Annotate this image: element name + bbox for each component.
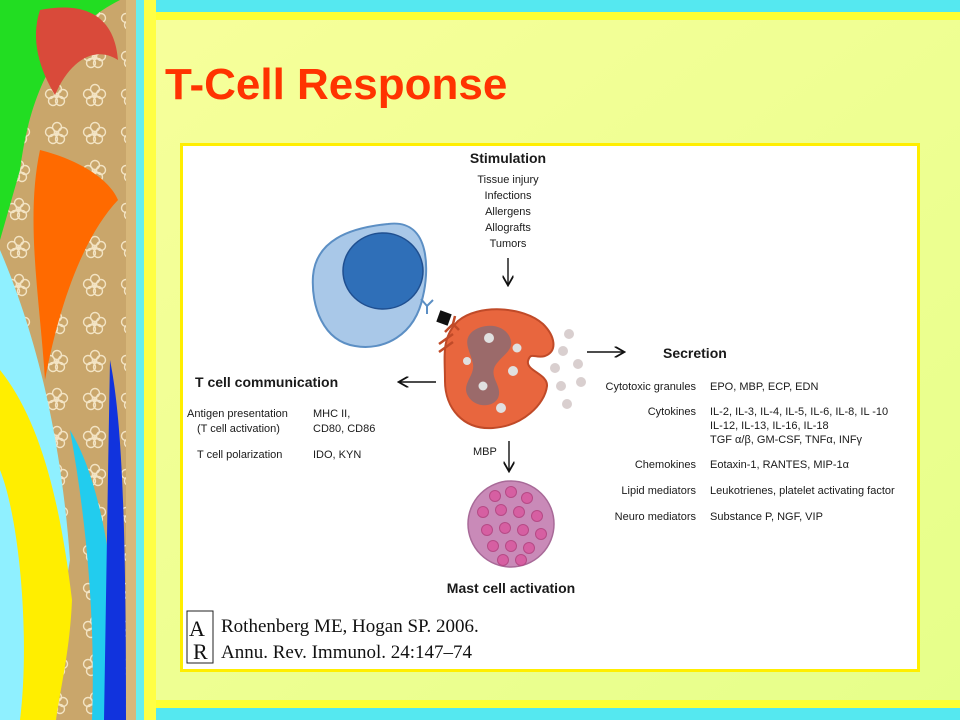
t-cell-nucleus xyxy=(342,232,424,310)
secretion-label: Cytokines xyxy=(648,406,697,418)
communication-value: IDO, KYN xyxy=(313,449,361,461)
t-cell-receptor xyxy=(420,298,434,314)
released-granule xyxy=(562,399,572,409)
eosinophil-granule xyxy=(496,403,506,413)
mast-granule xyxy=(517,524,529,536)
communication-label: Antigen presentation xyxy=(187,408,288,420)
stimulation-item: Tumors xyxy=(490,238,527,250)
released-granule xyxy=(558,346,568,356)
mast-granule xyxy=(487,540,499,552)
bottom-band-yellow xyxy=(128,700,960,708)
left-bar-tan xyxy=(126,0,136,720)
stimulation-item: Allergens xyxy=(485,206,531,218)
citation-line-2: Annu. Rev. Immunol. 24:147–74 xyxy=(221,642,473,663)
released-granule xyxy=(550,363,560,373)
annual-reviews-logo: A R xyxy=(186,610,214,664)
mast-granule xyxy=(505,540,517,552)
antigen-square xyxy=(436,310,452,326)
secretion-value: Leukotrienes, platelet activating factor xyxy=(710,485,895,497)
secretion-heading: Secretion xyxy=(663,345,727,361)
secretion-value: IL-12, IL-13, IL-16, IL-18 xyxy=(710,420,829,432)
mast-granule xyxy=(521,492,533,504)
secretion-label: Lipid mediators xyxy=(621,485,696,497)
citation-line-1: Rothenberg ME, Hogan SP. 2006. xyxy=(221,616,479,637)
eosinophil-granule xyxy=(512,343,522,353)
mast-granule xyxy=(515,554,527,566)
mast-granule xyxy=(531,510,543,522)
eosinophil-receptor xyxy=(444,315,460,333)
mast-granule xyxy=(477,506,489,518)
stimulation-item: Infections xyxy=(484,190,532,202)
released-granule xyxy=(573,359,583,369)
communication-value: CD80, CD86 xyxy=(313,423,375,435)
left-bar-yellow xyxy=(144,0,156,720)
svg-text:R: R xyxy=(193,639,208,664)
eosinophil-granule xyxy=(508,366,518,376)
eosinophil-cell xyxy=(438,308,555,430)
secretion-value: EPO, MBP, ECP, EDN xyxy=(710,381,818,393)
green-swoosh xyxy=(0,0,120,240)
orange-swoosh xyxy=(33,150,119,380)
secretion-label: Cytotoxic granules xyxy=(606,381,697,393)
eosinophil-diagram: Stimulation Tissue injury Infections All… xyxy=(186,150,895,664)
mbp-label: MBP xyxy=(473,446,497,458)
secretion-value: Eotaxin-1, RANTES, MIP-1α xyxy=(710,459,850,471)
mast-cell xyxy=(467,480,555,568)
stimulation-heading: Stimulation xyxy=(470,150,546,166)
mast-granule xyxy=(497,554,509,566)
t-cell xyxy=(311,222,434,348)
secretion-label: Chemokines xyxy=(635,459,697,471)
mast-granule xyxy=(489,490,501,502)
secretion-value: Substance P, NGF, VIP xyxy=(710,511,823,523)
mast-granule xyxy=(495,504,507,516)
mast-granule xyxy=(481,524,493,536)
secretion-label: Neuro mediators xyxy=(615,511,697,523)
mast-granule xyxy=(505,486,517,498)
mast-granule xyxy=(513,506,525,518)
mast-granule xyxy=(523,542,535,554)
eosinophil-granule xyxy=(478,381,488,391)
released-granule xyxy=(564,329,574,339)
t-cell-communication-heading: T cell communication xyxy=(195,374,338,390)
left-bar-cyan xyxy=(136,0,144,720)
communication-label: (T cell activation) xyxy=(197,423,280,435)
released-granule xyxy=(556,381,566,391)
bottom-band-cyan xyxy=(128,708,960,720)
svg-text:A: A xyxy=(189,616,205,641)
mast-cell-label: Mast cell activation xyxy=(447,580,575,596)
eosinophil-nucleus xyxy=(466,325,512,406)
secretion-value: TGF α/β, GM-CSF, TNFα, INFγ xyxy=(710,434,863,446)
top-band-cyan xyxy=(128,0,960,12)
released-granule xyxy=(576,377,586,387)
red-swoosh xyxy=(35,7,118,95)
figure-panel: Stimulation Tissue injury Infections All… xyxy=(180,143,920,672)
eosinophil-granule xyxy=(463,357,471,365)
eosinophil-granule xyxy=(484,333,494,343)
blue-swoosh xyxy=(104,360,126,720)
stimulation-item: Tissue injury xyxy=(477,174,539,186)
communication-value: MHC II, xyxy=(313,408,350,420)
yellow-swoosh xyxy=(0,370,72,720)
mast-granule xyxy=(535,528,547,540)
stimulation-item: Allografts xyxy=(485,222,531,234)
slide-title: T-Cell Response xyxy=(165,60,508,109)
communication-label: T cell polarization xyxy=(197,449,282,461)
mast-granule xyxy=(499,522,511,534)
secretion-value: IL-2, IL-3, IL-4, IL-5, IL-6, IL-8, IL -… xyxy=(710,406,888,418)
top-band-yellow xyxy=(128,12,960,20)
